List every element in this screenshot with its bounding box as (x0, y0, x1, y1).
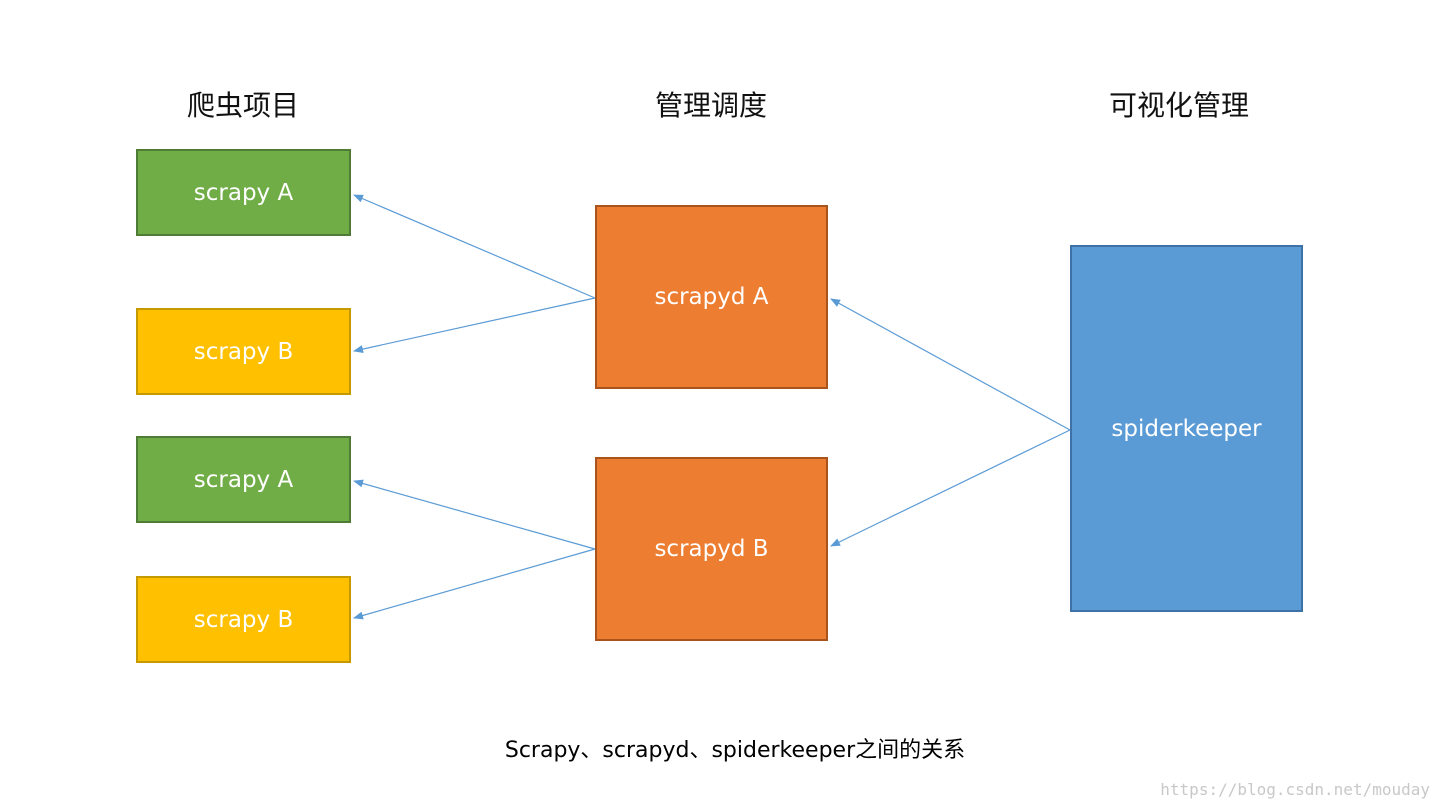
scrapyd-b-box: scrapyd B (595, 457, 828, 641)
scrapy-b-label-2: scrapy B (193, 606, 294, 633)
scrapy-a-label-2: scrapy A (193, 466, 294, 493)
arrow-scrapyd-a-to-scrapy-b-1 (353, 297, 596, 353)
scrapyd-b-label: scrapyd B (654, 536, 769, 562)
header-scheduling: 管理调度 (654, 89, 767, 122)
arrow-spiderkeeper-to-scrapyd-a (830, 298, 1071, 431)
scrapy-b-label-1: scrapy B (193, 338, 294, 365)
scrapyd-a-label: scrapyd A (654, 284, 769, 310)
arrow-scrapyd-a-to-scrapy-a-1 (353, 194, 596, 299)
watermark-url: https://blog.csdn.net/mouday (1160, 780, 1430, 799)
scrapy-b-box-1: scrapy B (136, 308, 351, 395)
arrow-spiderkeeper-to-scrapyd-b (830, 429, 1071, 547)
scrapyd-a-box: scrapyd A (595, 205, 828, 389)
spiderkeeper-label: spiderkeeper (1111, 415, 1262, 442)
arrow-scrapyd-b-to-scrapy-a-2 (353, 479, 596, 550)
scrapy-a-label-1: scrapy A (193, 179, 294, 206)
scrapy-b-box-2: scrapy B (136, 576, 351, 663)
scrapy-a-box-2: scrapy A (136, 436, 351, 523)
header-crawler-projects: 爬虫项目 (186, 89, 299, 122)
spiderkeeper-box: spiderkeeper (1070, 245, 1303, 612)
header-visual-management: 可视化管理 (1108, 89, 1249, 122)
scrapy-a-box-1: scrapy A (136, 149, 351, 236)
diagram-caption: Scrapy、scrapyd、spiderkeeper之间的关系 (504, 738, 966, 763)
arrow-scrapyd-b-to-scrapy-b-2 (353, 548, 596, 620)
